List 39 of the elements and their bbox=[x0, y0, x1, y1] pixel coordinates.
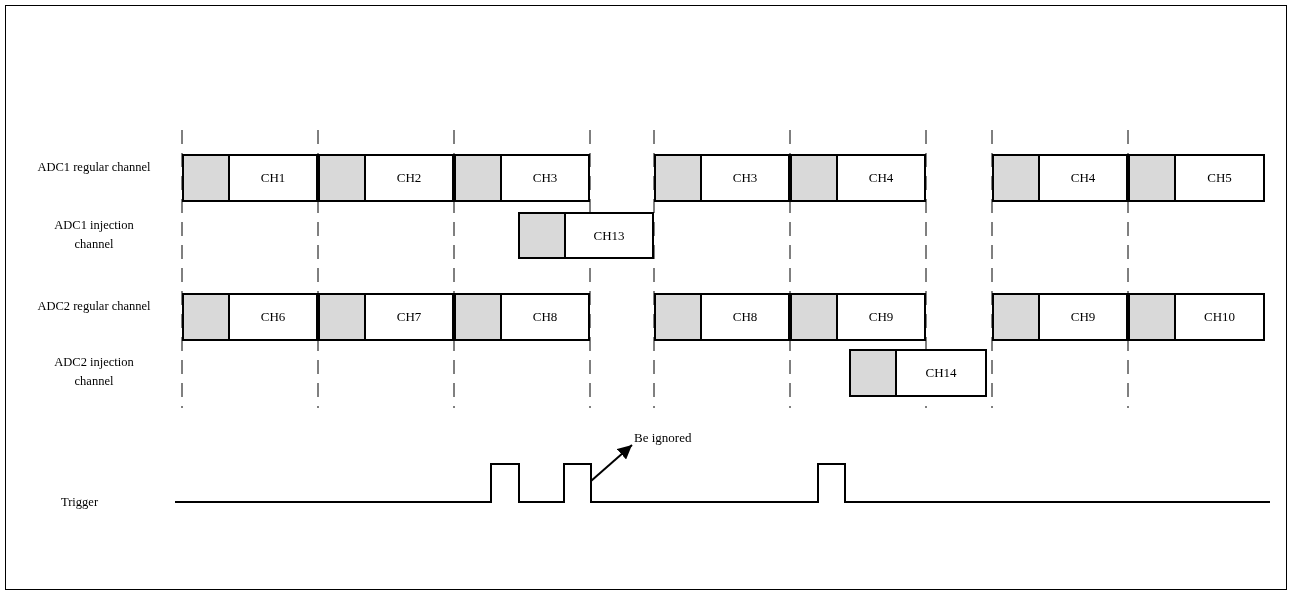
conversion-slot bbox=[182, 154, 318, 202]
conversion-slot bbox=[1128, 154, 1265, 202]
conversion-slot bbox=[454, 293, 590, 341]
channel-label: CH3 bbox=[531, 169, 559, 187]
channel-label: CH13 bbox=[592, 226, 626, 245]
channel-label: CH9 bbox=[867, 308, 895, 326]
channel-label: CH4 bbox=[867, 169, 895, 187]
channel-label: CH9 bbox=[1069, 308, 1097, 326]
conversion-slot bbox=[182, 293, 318, 341]
channel-label: CH3 bbox=[731, 169, 759, 187]
conversion-slot bbox=[849, 349, 987, 397]
channel-label: CH8 bbox=[531, 308, 559, 326]
conversion-slot bbox=[318, 293, 454, 341]
row-label: ADC2 injection channel bbox=[53, 354, 135, 390]
conversion-slot bbox=[790, 154, 926, 202]
arrow bbox=[590, 444, 633, 482]
channel-label: CH7 bbox=[395, 308, 423, 326]
channel-label: CH8 bbox=[731, 308, 759, 326]
conversion-slot bbox=[654, 154, 790, 202]
row-label: ADC1 regular channel bbox=[36, 159, 152, 176]
channel-label: CH10 bbox=[1202, 308, 1237, 326]
channel-label: CH4 bbox=[1069, 169, 1097, 187]
channel-label: CH1 bbox=[259, 169, 287, 187]
signal-label: Trigger bbox=[61, 494, 99, 511]
channel-label: CH6 bbox=[259, 308, 287, 326]
channel-label: CH5 bbox=[1206, 169, 1233, 187]
conversion-slot bbox=[1128, 293, 1265, 341]
channel-label: CH2 bbox=[395, 169, 423, 187]
annotation-text: Be ignored bbox=[634, 429, 692, 446]
channel-label: CH14 bbox=[924, 364, 958, 382]
row-label: ADC2 regular channel bbox=[36, 298, 152, 315]
conversion-slot bbox=[518, 212, 654, 259]
row-label: ADC1 injection channel bbox=[53, 217, 135, 253]
conversion-slot bbox=[654, 293, 790, 341]
conversion-slot bbox=[318, 154, 454, 202]
conversion-slot bbox=[992, 293, 1128, 341]
conversion-slot bbox=[454, 154, 590, 202]
conversion-slot bbox=[992, 154, 1128, 202]
conversion-slot bbox=[790, 293, 926, 341]
